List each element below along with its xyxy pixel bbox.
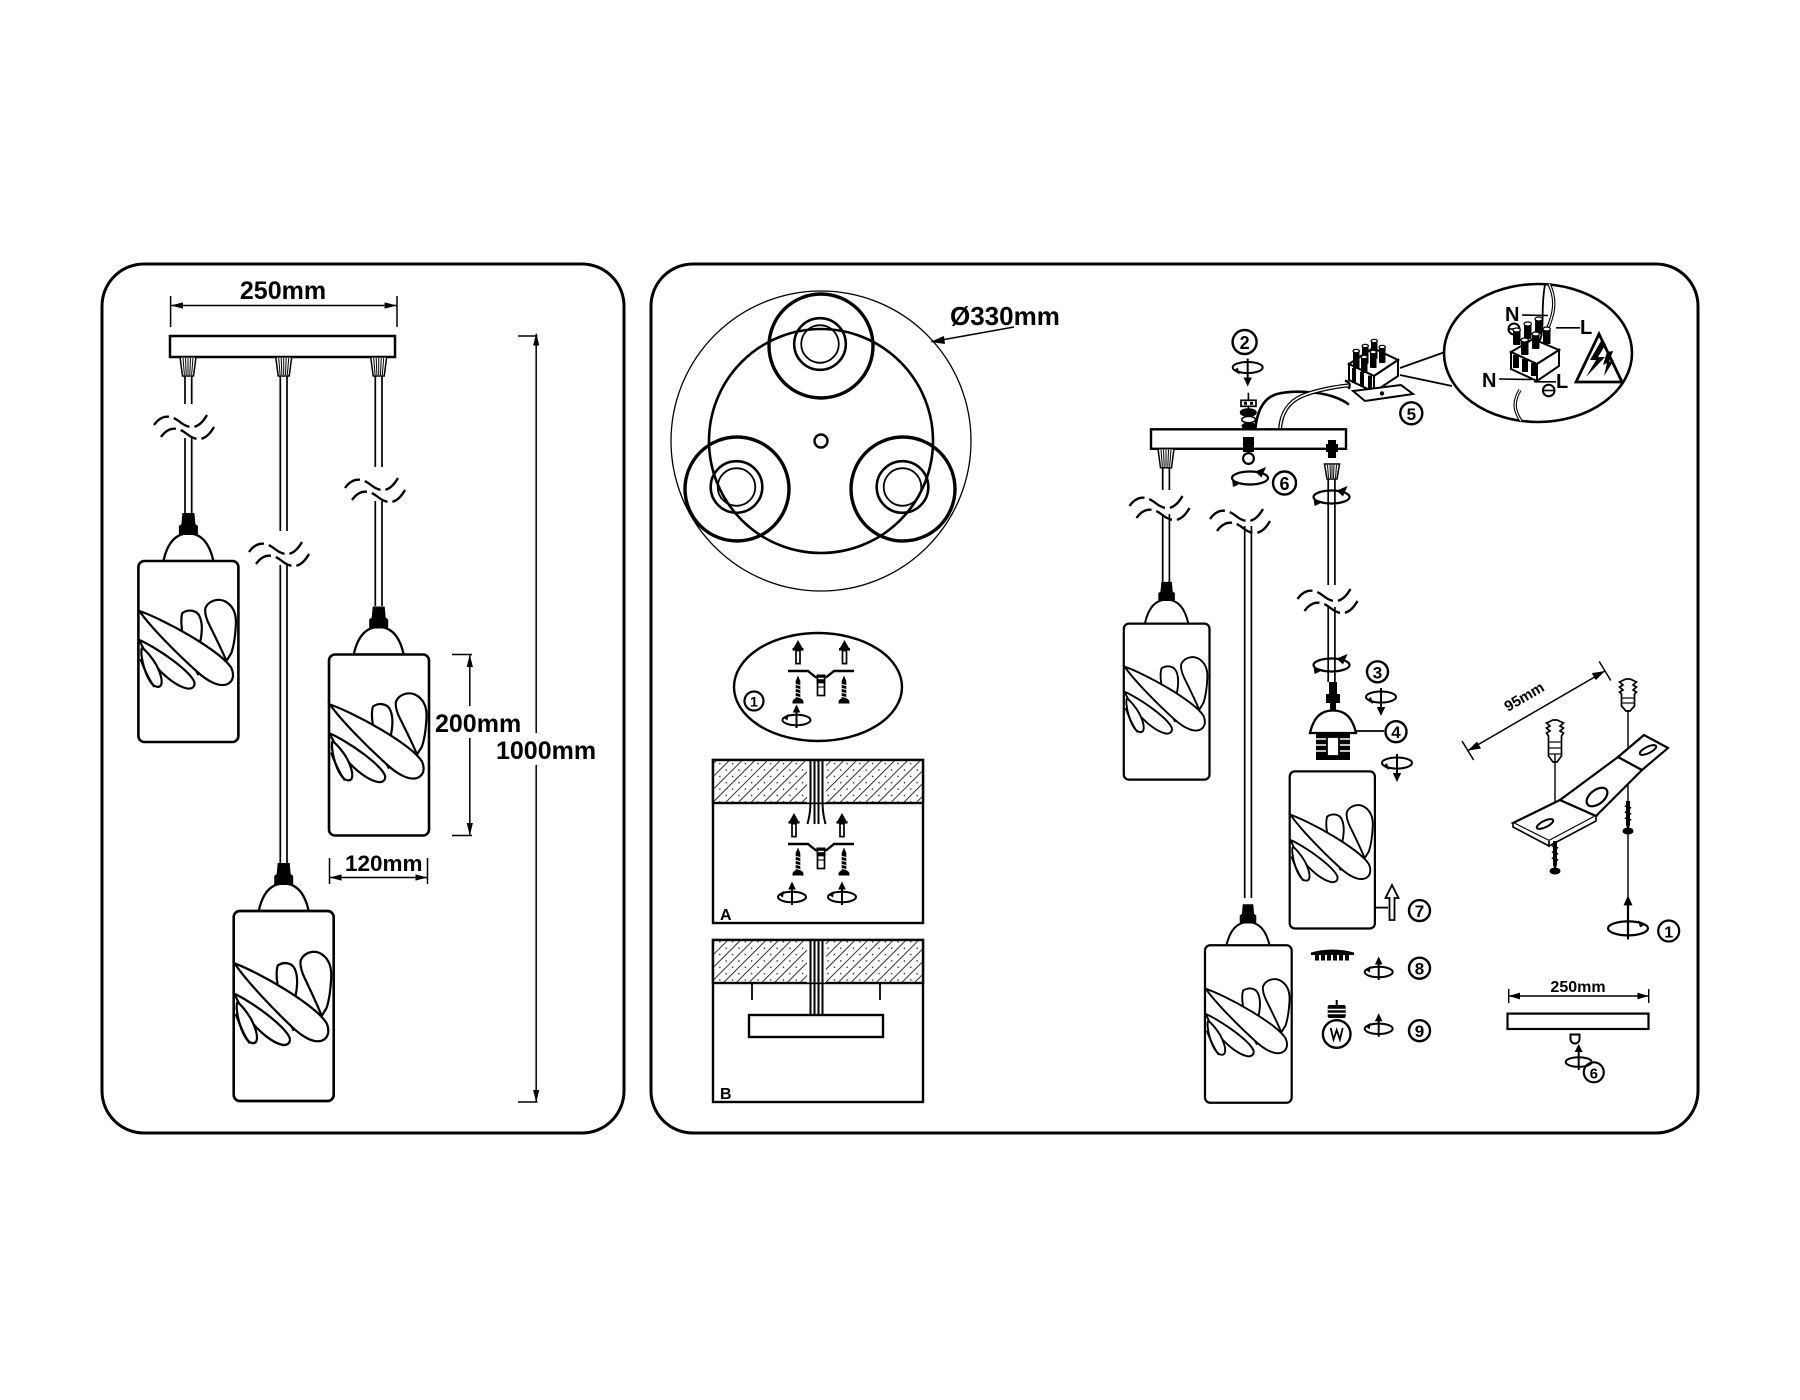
svg-text:L: L xyxy=(1580,317,1592,339)
svg-text:3: 3 xyxy=(1373,663,1382,682)
svg-text:Ø330mm: Ø330mm xyxy=(950,301,1060,331)
svg-text:7: 7 xyxy=(1415,902,1424,921)
svg-text:B: B xyxy=(720,1086,732,1103)
svg-text:4: 4 xyxy=(1391,723,1401,742)
svg-text:250mm: 250mm xyxy=(240,277,326,305)
svg-text:5: 5 xyxy=(1407,405,1416,424)
svg-text:8: 8 xyxy=(1415,960,1424,979)
svg-text:120mm: 120mm xyxy=(345,851,423,876)
svg-text:1: 1 xyxy=(750,694,758,710)
svg-text:1000mm: 1000mm xyxy=(496,737,596,765)
svg-text:6: 6 xyxy=(1279,474,1289,494)
svg-text:L: L xyxy=(1556,371,1568,393)
svg-text:N: N xyxy=(1505,304,1519,326)
svg-text:9: 9 xyxy=(1415,1022,1424,1041)
svg-text:1: 1 xyxy=(1664,925,1673,942)
svg-text:N: N xyxy=(1482,370,1496,392)
svg-text:6: 6 xyxy=(1590,1065,1598,1082)
svg-text:2: 2 xyxy=(1240,333,1250,353)
svg-text:250mm: 250mm xyxy=(1550,979,1605,996)
svg-text:A: A xyxy=(720,907,732,924)
